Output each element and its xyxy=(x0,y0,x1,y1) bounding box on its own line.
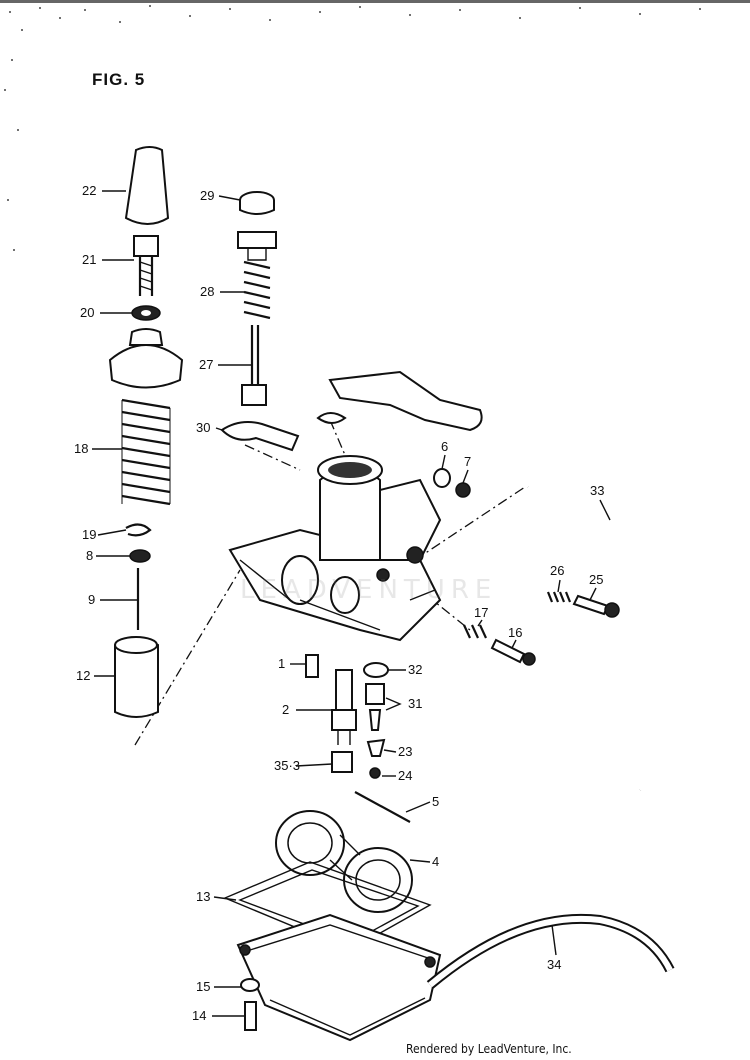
part-8-clip xyxy=(129,549,151,563)
callout-15: 15 xyxy=(196,979,211,994)
callout-35-3: 35·3 xyxy=(274,758,301,773)
callout-23: 23 xyxy=(398,744,413,759)
part-18-top xyxy=(108,344,184,389)
part-16-screw xyxy=(490,638,526,664)
choke-lever xyxy=(328,370,483,432)
part-15-washer xyxy=(240,978,260,992)
part-32-oring xyxy=(363,662,389,678)
callout-19: 19 xyxy=(82,527,97,542)
part-21-adjuster xyxy=(133,235,159,257)
part-14-screw xyxy=(244,1001,257,1031)
part-5-pin xyxy=(354,791,411,823)
part-35-3 xyxy=(331,751,353,773)
part-6-washer xyxy=(433,468,451,488)
float-bowl xyxy=(236,913,442,1042)
callout-30: 30 xyxy=(196,420,211,435)
callout-29: 29 xyxy=(200,188,215,203)
callout-28: 28 xyxy=(200,284,215,299)
figure-title: FIG. 5 xyxy=(92,70,146,89)
part-33-hose xyxy=(527,485,662,791)
callout-9: 9 xyxy=(88,592,96,607)
credit-text: Rendered by LeadVenture, Inc. xyxy=(406,1042,572,1056)
callout-1: 1 xyxy=(278,656,286,671)
callout-31: 31 xyxy=(408,696,423,711)
callout-25: 25 xyxy=(589,572,604,587)
callout-14: 14 xyxy=(192,1008,207,1023)
callout-8: 8 xyxy=(86,548,94,563)
part-4-float xyxy=(275,810,413,913)
callout-5: 5 xyxy=(432,794,440,809)
part-31-valve xyxy=(365,683,385,705)
callout-12: 12 xyxy=(76,668,91,683)
callout-13: 13 xyxy=(196,889,211,904)
callout-32: 32 xyxy=(408,662,423,677)
part-19-clip xyxy=(125,523,152,537)
part-17-spring xyxy=(463,624,487,639)
part-18-spring xyxy=(121,398,171,506)
part-28-spring xyxy=(243,260,271,320)
watermark-text: LEADVENTURE xyxy=(240,575,498,605)
callout-21: 21 xyxy=(82,252,97,267)
leader-lines xyxy=(92,190,611,1017)
part-1-jet xyxy=(305,654,319,678)
part-22-cap xyxy=(124,146,170,225)
part-27-rod xyxy=(250,325,260,385)
callout-26: 26 xyxy=(550,563,565,578)
callout-4: 4 xyxy=(432,854,440,869)
callout-27: 27 xyxy=(199,357,214,372)
part-26-spring xyxy=(546,591,572,603)
callout-33: 33 xyxy=(590,483,605,498)
callout-2: 2 xyxy=(282,702,290,717)
callout-7: 7 xyxy=(464,454,472,469)
callout-16: 16 xyxy=(508,625,523,640)
part-2-needle-jet xyxy=(335,669,353,711)
callout-34: 34 xyxy=(547,957,562,972)
part-25-screw xyxy=(572,594,610,616)
part-24-screw xyxy=(369,767,381,779)
part-28-nut xyxy=(237,231,277,249)
callout-24: 24 xyxy=(398,768,413,783)
carburetor-body xyxy=(228,455,442,642)
part-23-clip xyxy=(366,738,386,757)
callout-20: 20 xyxy=(80,305,95,320)
callout-6: 6 xyxy=(441,439,449,454)
callout-18: 18 xyxy=(74,441,89,456)
part-30-bracket xyxy=(220,421,300,452)
part-7-screw xyxy=(455,482,471,498)
callout-17: 17 xyxy=(474,605,489,620)
scan-speckle xyxy=(0,0,750,251)
callout-22: 22 xyxy=(82,183,97,198)
